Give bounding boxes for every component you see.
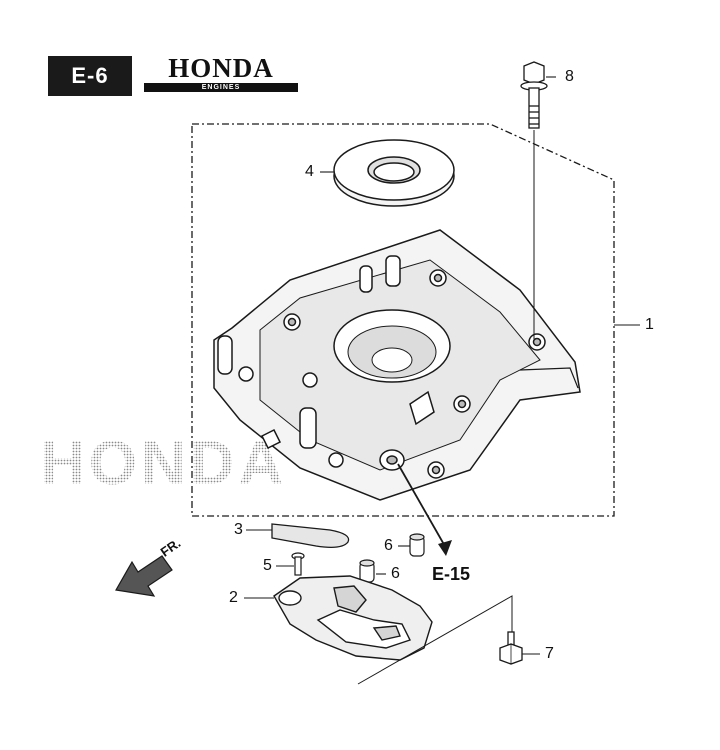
callout-2: 2 [229,589,238,606]
assembly-line [357,595,513,685]
screw [291,552,305,576]
crankcase-cover [213,229,581,501]
assembly-frame [191,123,615,517]
honda-engines-logo: HONDA ENGINES [142,54,300,94]
callout-7: 7 [545,645,554,662]
brand-name: HONDA [168,53,274,83]
callout-1: 1 [645,316,654,333]
watermark-text: HONDA [40,429,287,498]
callout-5: 5 [263,557,272,574]
plate [271,523,350,548]
callout-6b: 6 [391,565,400,582]
callout-3: 3 [234,521,243,538]
drain-bolt [499,631,523,665]
leader-lines [244,76,640,655]
brand-subtitle: ENGINES [144,83,298,92]
callout-6a: 6 [384,537,393,554]
section-code-badge: E-6 [48,56,132,96]
callout-8: 8 [565,68,574,85]
callout-4: 4 [305,163,314,180]
reference-arrow [397,463,452,556]
oil-filter-screen [273,575,433,661]
dowel-pin [359,533,425,583]
oil-seal [333,139,455,207]
front-direction-arrow [115,555,173,597]
reference-label: E-15 [432,564,471,584]
flange-bolt [520,61,548,340]
